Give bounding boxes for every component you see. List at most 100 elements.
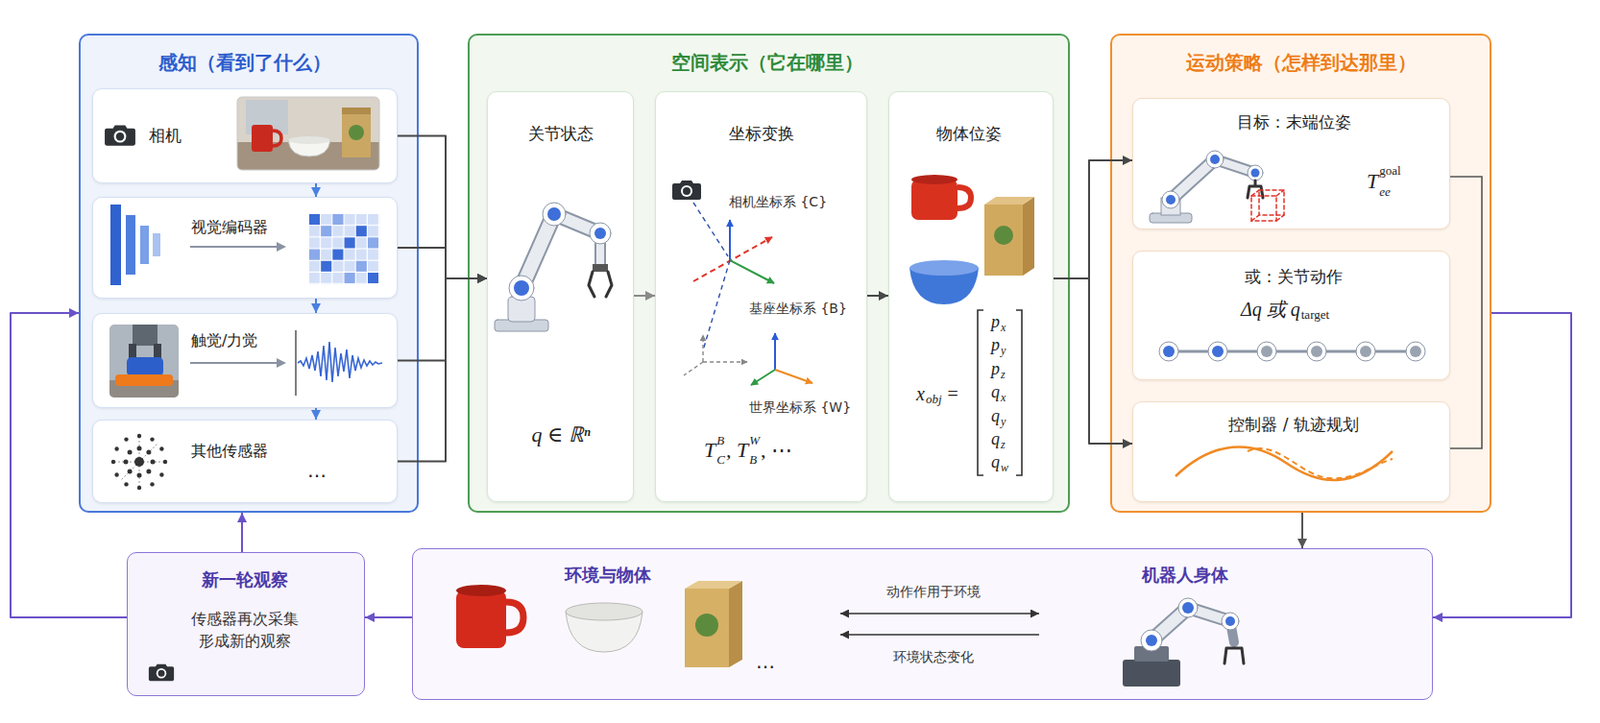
illustration-part	[588, 271, 612, 297]
illustration-part	[367, 237, 379, 248]
robot-arm	[494, 202, 612, 332]
illustration-part	[190, 362, 279, 364]
illustration-part	[115, 374, 173, 387]
connector	[364, 616, 413, 619]
node-text: 世界坐标系 {W}	[749, 399, 851, 416]
illustration-part	[594, 233, 607, 265]
illustration-part	[1168, 350, 1416, 354]
illustration-part	[137, 485, 142, 490]
illustration-part	[542, 202, 566, 226]
illustration-part	[341, 107, 371, 158]
illustration-part	[127, 450, 133, 456]
connector	[633, 294, 655, 297]
node-title: 控制器 / 轨迹规划	[1228, 414, 1359, 435]
illustration-part	[140, 225, 149, 265]
illustration-part	[521, 214, 555, 289]
illustration-part	[984, 196, 1035, 205]
node-text: y	[1000, 414, 1006, 429]
illustration-part	[1122, 598, 1244, 687]
node-text: z	[1000, 367, 1006, 382]
illustration-part	[774, 333, 776, 370]
illustration-part	[237, 96, 380, 170]
illustration-part	[1224, 648, 1244, 664]
illustration-part	[693, 202, 728, 257]
sensor-card: 触觉/力觉	[92, 313, 398, 409]
illustration-part	[1161, 197, 1181, 216]
sensor-dots	[111, 434, 168, 490]
node-text: 传感器再次采集 形成新的观察	[185, 607, 305, 653]
illustration-part	[288, 136, 331, 145]
illustration-part	[123, 460, 129, 465]
illustration-part	[1145, 634, 1158, 647]
coordinate-frames	[672, 180, 813, 386]
node-text: goal	[1379, 163, 1401, 179]
illustration-part	[1187, 607, 1231, 622]
illustration-part	[356, 261, 367, 272]
illustration-part	[596, 233, 605, 265]
illustration-part	[565, 603, 643, 621]
illustration-part	[1221, 612, 1239, 631]
illustration-part	[1187, 607, 1231, 622]
illustration-part	[309, 214, 320, 225]
node-text: , ⋯	[760, 437, 793, 463]
illustration-part	[190, 245, 279, 248]
illustration-part	[1208, 341, 1228, 362]
illustration-part	[1016, 310, 1022, 476]
illustration-part	[1260, 345, 1273, 358]
illustration-part	[111, 460, 116, 464]
sensor-card: 其他传感器…	[92, 419, 398, 504]
illustration-part	[554, 214, 601, 234]
illustration-part	[1251, 195, 1277, 221]
illustration-part	[911, 179, 958, 220]
illustration-part	[113, 461, 140, 463]
illustration-part	[684, 581, 743, 589]
illustration-part	[344, 237, 356, 248]
illustration-part	[114, 472, 119, 477]
joint-chain	[1159, 341, 1426, 362]
illustration-part	[1247, 180, 1263, 198]
connector	[315, 408, 317, 420]
node-title: 物体位姿	[936, 123, 1002, 144]
illustration-part	[297, 341, 383, 383]
illustration-part	[251, 124, 273, 152]
illustration-part	[521, 214, 555, 289]
connector	[397, 278, 487, 362]
node-title: 运动策略（怎样到达那里）	[1186, 50, 1417, 74]
illustration-part	[137, 434, 142, 438]
node-text: , T	[726, 437, 749, 463]
illustration-part	[977, 310, 984, 476]
node-title: 目标：末端位姿	[1236, 112, 1352, 132]
illustration-part	[1257, 341, 1277, 362]
illustration-part	[1170, 159, 1215, 200]
illustration-part	[237, 142, 380, 170]
illustration-part	[272, 130, 282, 146]
illustration-part	[1162, 191, 1180, 209]
illustration-part	[110, 204, 122, 286]
illustration-part	[1178, 598, 1198, 618]
illustration-part	[775, 369, 813, 384]
bracket	[1450, 176, 1482, 449]
connector	[1301, 512, 1304, 549]
illustration-part	[684, 588, 729, 668]
illustration-part	[1259, 190, 1285, 216]
node-text: W	[749, 433, 760, 449]
illustration-part	[149, 436, 154, 441]
node-title: 视觉编码器	[191, 218, 268, 237]
connector	[1432, 313, 1572, 618]
node-text: 动作作用于环境	[886, 583, 981, 601]
illustration-part	[1225, 616, 1236, 627]
illustration-part	[1409, 345, 1422, 358]
illustration-part	[294, 330, 297, 396]
illustration-part	[508, 296, 535, 322]
illustration-part	[367, 272, 379, 284]
node-title: 环境与物体	[564, 564, 652, 586]
loop-box: 新一轮观察传感器再次采集 形成新的观察	[126, 552, 365, 697]
illustration-part	[139, 461, 166, 463]
node-text: p	[991, 359, 1000, 381]
node-text: ee	[1379, 184, 1391, 200]
node-text: x	[1000, 320, 1006, 335]
node-text: T	[703, 437, 716, 463]
illustration-part	[728, 219, 731, 261]
illustration-part	[1022, 196, 1035, 276]
